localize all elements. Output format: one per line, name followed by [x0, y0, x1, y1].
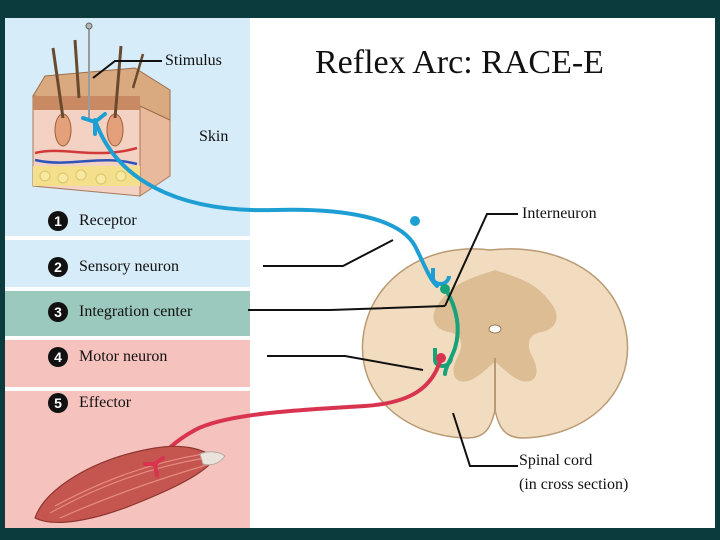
- central-canal: [488, 324, 502, 334]
- step-integration-center: 3 Integration center: [48, 301, 192, 323]
- receptor-ending: [81, 112, 107, 136]
- spinal-cord-leader: [452, 412, 518, 467]
- fat-cell: [57, 172, 69, 184]
- stimulus-needle-head: [85, 22, 93, 30]
- spinal-cord-sublabel: (in cross section): [519, 476, 629, 493]
- integration-leader: [248, 305, 446, 311]
- skin-illustration: [32, 22, 171, 197]
- hair: [51, 47, 65, 119]
- step-number: 2: [48, 257, 68, 277]
- hair: [113, 45, 123, 119]
- skin-label: Skin: [199, 128, 229, 145]
- sensory-cell-body: [410, 216, 420, 226]
- hair-follicle: [54, 113, 72, 147]
- step-effector: 5 Effector: [48, 392, 131, 414]
- interneuron-leader: [444, 213, 518, 307]
- step-label: Integration center: [79, 303, 193, 320]
- muscle-fiber: [49, 457, 206, 514]
- integration-band: [5, 291, 250, 336]
- fat-cell: [75, 169, 87, 181]
- fat-cell: [95, 173, 107, 185]
- skin-epidermis: [33, 96, 140, 110]
- step-sensory-neuron: 2 Sensory neuron: [48, 256, 179, 278]
- interneuron-axon: [443, 286, 460, 376]
- sensory-neuron: [81, 112, 451, 288]
- interneuron-cell-body: [440, 284, 450, 294]
- motor-band: [5, 340, 250, 387]
- stimulus-leader: [92, 60, 162, 79]
- fat-cell: [115, 170, 127, 182]
- left-panel: [5, 18, 250, 528]
- step-motor-neuron: 4 Motor neuron: [48, 346, 167, 368]
- sensory-band: [5, 240, 250, 287]
- sensory-leader: [263, 239, 394, 267]
- motor-end-plate: [143, 456, 165, 478]
- leader-lines: [92, 60, 518, 467]
- interneuron-label: Interneuron: [522, 205, 597, 222]
- motor-axon: [153, 356, 443, 466]
- hair: [73, 39, 81, 99]
- step-receptor: 1 Receptor: [48, 210, 137, 232]
- motor-cell-body: [436, 353, 446, 363]
- step-label: Sensory neuron: [79, 258, 179, 275]
- muscle-fiber: [54, 453, 204, 507]
- reflex-arc-diagram: [32, 22, 629, 523]
- blood-vessel-red: [34, 146, 138, 155]
- slide: Reflex Arc: RACE-E Stimulus Skin Interne…: [5, 18, 715, 528]
- step-label: Receptor: [79, 212, 137, 229]
- page-title: Reflex Arc: RACE-E: [315, 44, 604, 81]
- step-number: 3: [48, 302, 68, 322]
- fat-cell: [39, 170, 51, 182]
- step-number: 1: [48, 211, 68, 231]
- step-number: 4: [48, 347, 68, 367]
- interneuron-terminal: [433, 348, 453, 369]
- step-label: Effector: [79, 394, 132, 411]
- step-number: 5: [48, 393, 68, 413]
- motor-leader: [267, 355, 424, 371]
- sensory-terminal: [431, 268, 451, 287]
- step-label: Motor neuron: [79, 348, 168, 365]
- stimulus-label: Stimulus: [165, 52, 222, 69]
- muscle-illustration: [34, 445, 226, 523]
- muscle-fiber: [59, 463, 211, 519]
- motor-neuron: [153, 353, 446, 466]
- muscle-tendon: [199, 451, 226, 466]
- spinal-cord: [361, 248, 629, 439]
- interneuron: [433, 284, 460, 376]
- sensory-axon: [93, 118, 439, 288]
- spinal-cord-label: Spinal cord: [519, 452, 593, 469]
- blood-vessel-blue: [34, 158, 138, 166]
- muscle-belly: [34, 445, 216, 523]
- hair-follicle: [106, 113, 124, 147]
- hair: [131, 53, 145, 89]
